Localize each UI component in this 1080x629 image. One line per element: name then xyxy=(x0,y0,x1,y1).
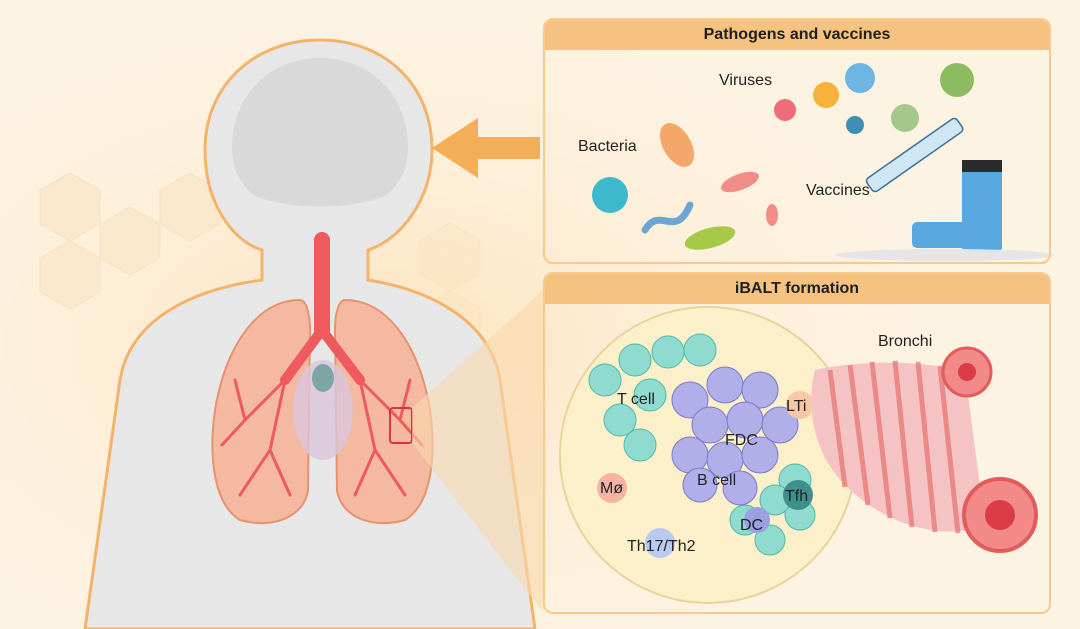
lungs-icon xyxy=(211,298,434,525)
vaccine-icons xyxy=(835,117,1055,261)
lymphoid-follicle xyxy=(559,306,857,604)
dc-label: DC xyxy=(740,517,764,534)
pathogens-panel: Pathogens and vaccines xyxy=(543,18,1051,264)
arrow-icon xyxy=(432,118,540,178)
b-cell-label: B cell xyxy=(697,472,737,489)
pathogens-panel-title: Pathogens and vaccines xyxy=(545,20,1049,50)
viruses-label: Viruses xyxy=(719,72,773,89)
bronchi-tube xyxy=(811,346,1038,553)
airway-tree xyxy=(220,232,424,497)
ibalt-panel-title: iBALT formation xyxy=(545,274,1049,304)
lti-label: LTi xyxy=(786,398,807,415)
bronchi-label: Bronchi xyxy=(878,333,933,350)
th17-th2-label: Th17/Th2 xyxy=(627,538,696,555)
virus-icons xyxy=(774,63,974,134)
fdc-label: FDC xyxy=(725,432,758,449)
tfh-label: Tfh xyxy=(785,488,809,505)
zoom-connector xyxy=(412,290,543,612)
macrophage-label: Mø xyxy=(600,480,624,497)
bacteria-icons xyxy=(592,123,778,250)
bacteria-label: Bacteria xyxy=(578,138,637,155)
vaccines-label: Vaccines xyxy=(806,182,870,199)
ibalt-panel: iBALT formation xyxy=(543,272,1051,614)
t-cell-label: T cell xyxy=(617,391,655,408)
